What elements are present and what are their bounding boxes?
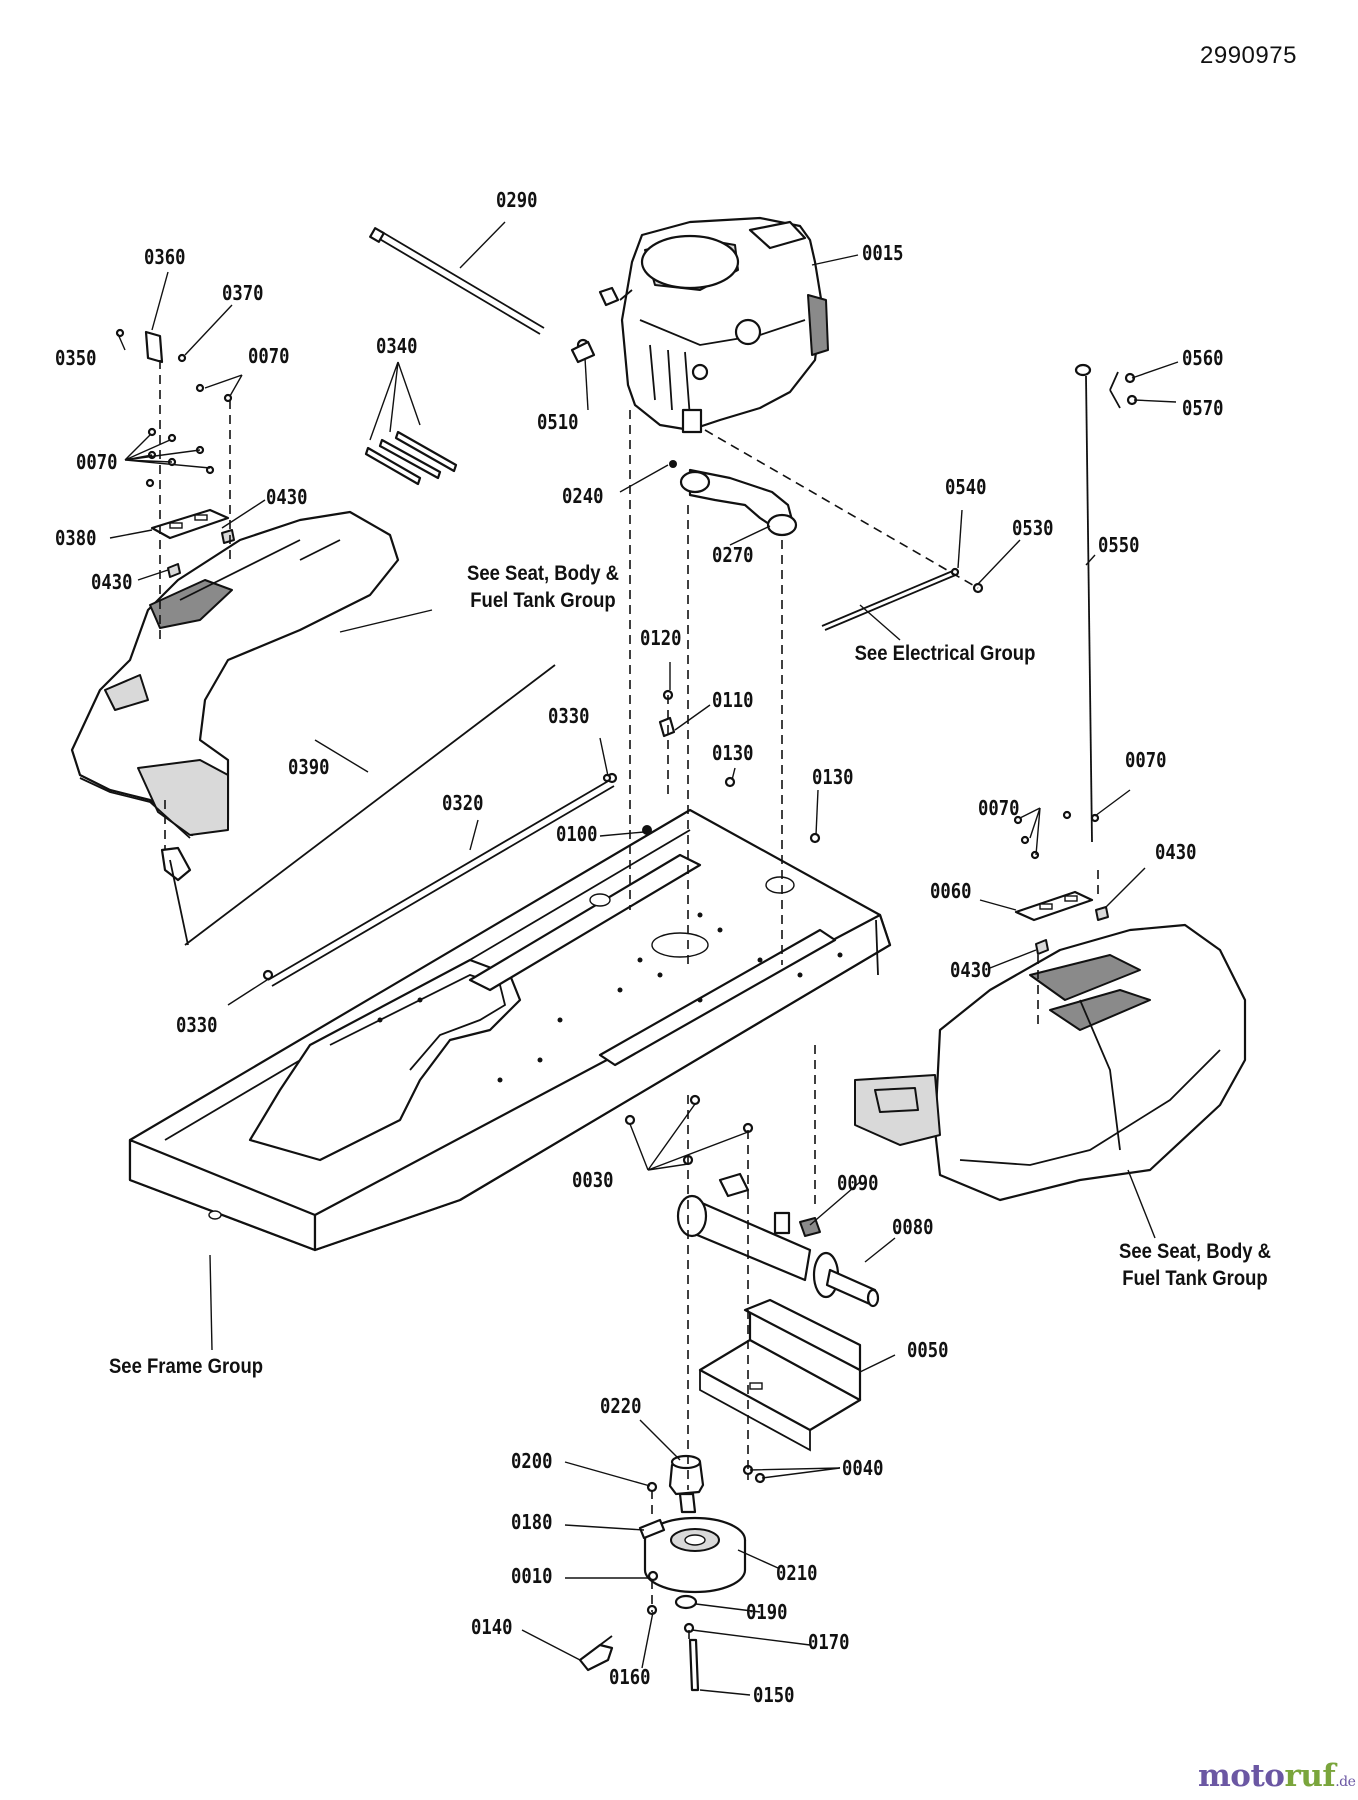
muffler-0080 [676, 1172, 880, 1308]
callout-label: 0360 [144, 245, 186, 269]
callout-label: 0040 [842, 1456, 884, 1480]
cable-ties-0340 [364, 430, 458, 486]
reference-frame: See Frame Group [98, 1353, 274, 1380]
frame-plate [128, 808, 892, 1252]
callout-label: 0140 [471, 1615, 513, 1639]
reference-line: See Seat, Body & [466, 562, 619, 585]
reference-seat-body-upper: See Seat, Body & Fuel Tank Group [442, 560, 644, 615]
watermark-logo: motoruf.de [1198, 1758, 1356, 1794]
callout-label: 0015 [862, 241, 904, 265]
callout-label: 0070 [978, 796, 1020, 820]
bracket-0060 [1014, 890, 1109, 955]
reference-electrical: See Electrical Group [844, 640, 1046, 667]
callout-label: 0170 [808, 1630, 850, 1654]
callout-label: 0270 [712, 543, 754, 567]
callout-label: 0200 [511, 1449, 553, 1473]
watermark-text: motoruf [1198, 1758, 1336, 1794]
reference-line: See Seat, Body & [1118, 1240, 1271, 1263]
reference-line: Fuel Tank Group [470, 589, 616, 613]
callout-label: 0350 [55, 346, 97, 370]
callout-label: 0130 [712, 741, 754, 765]
callout-label: 0180 [511, 1510, 553, 1534]
callout-label: 0430 [266, 485, 308, 509]
alignment-lines [159, 360, 1099, 1645]
callout-label: 0030 [572, 1168, 614, 1192]
callout-label: 0090 [837, 1171, 879, 1195]
callout-label: 0320 [442, 791, 484, 815]
linkage-rods [160, 664, 618, 987]
fender-right [854, 923, 1247, 1202]
wire-0540 [821, 567, 984, 631]
callout-label: 0430 [950, 958, 992, 982]
leader-lines [109, 221, 1179, 1696]
callout-label: 0510 [537, 410, 579, 434]
callout-label: 0050 [907, 1338, 949, 1362]
callout-label: 0330 [548, 704, 590, 728]
callout-label: 0070 [76, 450, 118, 474]
bracket-0380 [150, 508, 235, 578]
callout-label: 0160 [609, 1665, 651, 1689]
hose-0270 [669, 460, 798, 537]
engine-0015 [598, 216, 829, 434]
callout-label: 0290 [496, 188, 538, 212]
callout-label: 0430 [91, 570, 133, 594]
callout-label: 0210 [776, 1561, 818, 1585]
callout-label: 0220 [600, 1394, 642, 1418]
rod-0290 [369, 227, 596, 364]
callout-label: 0380 [55, 526, 97, 550]
callout-label: 0080 [892, 1215, 934, 1239]
callout-label: 0540 [945, 475, 987, 499]
callout-label: 0070 [248, 344, 290, 368]
callout-label: 0550 [1098, 533, 1140, 557]
callout-label: 0110 [712, 688, 754, 712]
callout-label: 0430 [1155, 840, 1197, 864]
callout-label: 0240 [562, 484, 604, 508]
callout-label: 0120 [640, 626, 682, 650]
reference-line: See Electrical Group [854, 642, 1036, 665]
pto-clutch-assembly [578, 1454, 747, 1692]
callout-label: 0010 [511, 1564, 553, 1588]
dipstick-0550 [1074, 363, 1138, 843]
callout-label: 0130 [812, 765, 854, 789]
callout-label: 0340 [376, 334, 418, 358]
document-number: 2990975 [1200, 42, 1297, 69]
callout-label: 0370 [222, 281, 264, 305]
callout-label: 0560 [1182, 346, 1224, 370]
callout-label: 0190 [746, 1600, 788, 1624]
callout-label: 0390 [288, 755, 330, 779]
reference-seat-body-lower: See Seat, Body & Fuel Tank Group [1094, 1238, 1296, 1293]
watermark-tld: .de [1335, 1774, 1356, 1790]
reference-line: See Frame Group [108, 1355, 264, 1378]
callout-label: 0330 [176, 1013, 218, 1037]
callout-label: 0150 [753, 1683, 795, 1707]
heat-shield-0050 [698, 1298, 862, 1452]
callout-label: 0530 [1012, 516, 1054, 540]
callout-label: 0100 [556, 822, 598, 846]
callout-label: 0070 [1125, 748, 1167, 772]
reference-line: Fuel Tank Group [1122, 1267, 1268, 1291]
callout-label: 0060 [930, 879, 972, 903]
callout-label: 0570 [1182, 396, 1224, 420]
fender-left [70, 510, 400, 839]
